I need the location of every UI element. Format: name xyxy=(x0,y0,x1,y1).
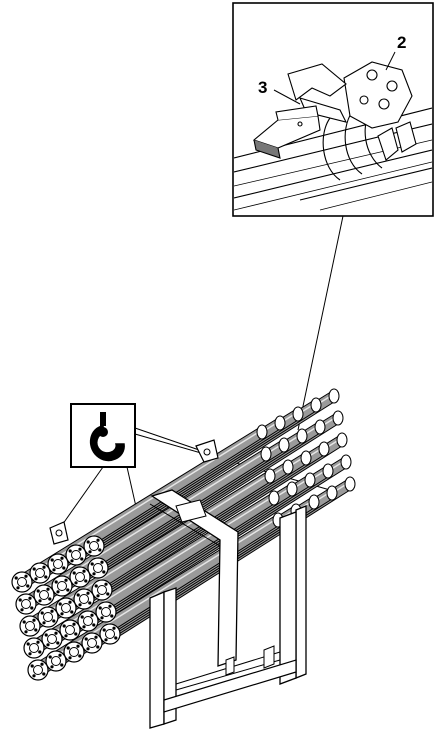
tube-back-end xyxy=(308,494,320,510)
tube-end-plate xyxy=(65,544,87,566)
tube-end-plate xyxy=(15,593,37,615)
callout-2: 2 xyxy=(397,33,406,52)
tube-end-plate xyxy=(77,610,99,632)
tube-back-end xyxy=(304,472,316,488)
tube-back-end xyxy=(300,450,312,466)
tube-end-plate xyxy=(87,557,109,579)
tube-end-plate xyxy=(19,615,41,637)
tube-end-plate xyxy=(63,641,85,663)
tube-back-end xyxy=(332,410,344,426)
tube-end-plate xyxy=(23,637,45,659)
tube-back-end xyxy=(286,481,298,497)
tube-end-plate xyxy=(11,571,33,593)
tube-end-plate xyxy=(37,606,59,628)
tube-back-end xyxy=(310,397,322,413)
tube-back-end xyxy=(292,406,304,422)
tube-back-end xyxy=(318,441,330,457)
tube-back-end xyxy=(268,490,280,506)
crane-hook-icon xyxy=(70,403,136,468)
tube-end-plate xyxy=(55,597,77,619)
detail-inset: 2 3 xyxy=(232,2,434,217)
callout-3: 3 xyxy=(258,78,267,97)
tube-back-end xyxy=(282,459,294,475)
tube-highlight xyxy=(21,429,263,580)
tube-back-end xyxy=(256,424,268,440)
tube-highlight xyxy=(25,451,267,602)
tube-end-plate xyxy=(91,579,113,601)
tube-end-plate xyxy=(59,619,81,641)
tube-back-end xyxy=(344,476,356,492)
tube-end-plate xyxy=(41,628,63,650)
props-bundle xyxy=(11,388,356,729)
tube-back-end xyxy=(326,485,338,501)
tube-highlight xyxy=(29,473,271,624)
tube-end-plate xyxy=(33,584,55,606)
tube-end-plate xyxy=(81,632,103,654)
tube-back-end xyxy=(296,428,308,444)
tube-end-plate xyxy=(73,588,95,610)
tube-ends xyxy=(11,535,121,681)
tube-back-end xyxy=(264,468,276,484)
tube-back-end xyxy=(260,446,272,462)
tube-back-end xyxy=(336,432,348,448)
tube-back-end xyxy=(274,415,286,431)
tube-back-end xyxy=(314,419,326,435)
tube-end-plate xyxy=(51,575,73,597)
tube-back-end xyxy=(328,388,340,404)
tube-end-plate xyxy=(83,535,105,557)
tube-end-plate xyxy=(27,659,49,681)
tube-end-plate xyxy=(95,601,117,623)
tube-end-plate xyxy=(29,562,51,584)
tube-end-plate xyxy=(45,650,67,672)
tube-back-end xyxy=(340,454,352,470)
tube-highlight xyxy=(33,495,275,646)
tube-end-plate xyxy=(47,553,69,575)
tube-back-end xyxy=(278,437,290,453)
tube-back-end xyxy=(322,463,334,479)
tube-end-plate xyxy=(69,566,91,588)
tube-end-plate xyxy=(99,623,121,645)
